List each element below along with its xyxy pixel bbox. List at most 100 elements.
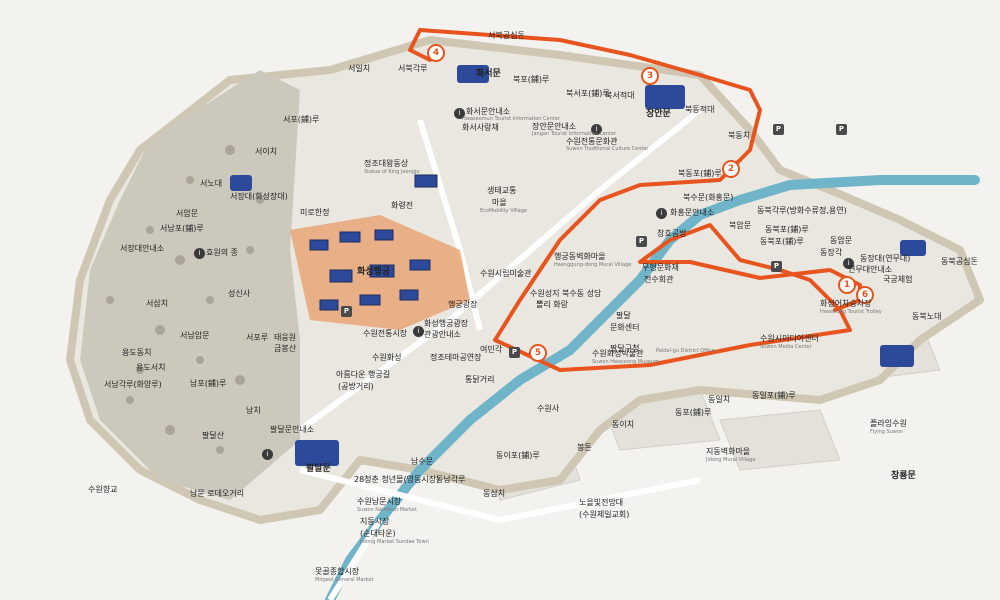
map-label[interactable]: 행궁동벽화마을	[554, 252, 606, 261]
map-label[interactable]: 수원시미디어센터	[760, 334, 819, 343]
route-stop-1[interactable]: 1	[838, 276, 856, 294]
map-label[interactable]: 동북각루(방화수류정,용연)	[757, 206, 847, 215]
map-label[interactable]: 창룡문	[891, 471, 916, 481]
map-label[interactable]: 28청춘 청년몰(영동시장)	[354, 475, 440, 484]
tree-dots	[106, 145, 264, 454]
map-label: (순대타운)	[360, 529, 396, 538]
map-label[interactable]: 화령전	[391, 201, 414, 210]
map-label[interactable]: 생태교통	[487, 186, 517, 195]
parking-icon: P	[771, 261, 782, 272]
map-label[interactable]: 서장대(화성장대)	[230, 192, 288, 201]
map-label: 서남암문	[180, 331, 210, 340]
map-label[interactable]: 수원화성박물관	[592, 349, 644, 358]
map-label: 성신사	[228, 289, 251, 298]
map-label[interactable]: 국궁체험	[883, 275, 913, 284]
route-stop-6[interactable]: 6	[856, 286, 874, 304]
map-label[interactable]: 효원의 종	[206, 248, 238, 257]
map-label: (공방거리)	[338, 382, 374, 391]
gate-icons	[230, 65, 926, 466]
map-label: 마을	[492, 198, 507, 207]
route-stop-3[interactable]: 3	[641, 67, 659, 85]
map-label: 서북각루	[398, 64, 428, 73]
map-label[interactable]: 수원향교	[88, 485, 118, 494]
map-label[interactable]: 장안문	[646, 109, 671, 119]
map-label[interactable]: 화성행궁	[357, 267, 391, 277]
map-sublabel: Suwon Hwaseong Museum	[592, 359, 660, 365]
info-icon: i	[194, 248, 205, 259]
map-label: 서삼치	[146, 299, 169, 308]
parking-icon: P	[341, 306, 352, 317]
map-label[interactable]: 팔달문	[306, 464, 331, 474]
map-label[interactable]: 수원전통문화관	[566, 137, 618, 146]
map-label[interactable]: 남문 로데오거리	[190, 489, 245, 498]
map-label[interactable]: 화성어차승차장	[820, 299, 872, 308]
map-label: 서이치	[255, 147, 278, 156]
map-label[interactable]: 행궁광장	[448, 300, 478, 309]
tour-route	[408, 28, 862, 372]
map-label[interactable]: 화서문안내소	[466, 107, 511, 116]
map-label: 동이포(鋪)루	[496, 451, 540, 460]
map-label: 남포(鋪)루	[190, 379, 227, 388]
map-label[interactable]: 수원성지 북수동 성당	[530, 289, 602, 298]
map-label: 북서포(鋪)루	[566, 89, 610, 98]
map-label: 서남포(鋪)루	[160, 224, 204, 233]
map-label[interactable]: 화서사랑채	[462, 123, 499, 132]
map-label: 봉돈	[577, 443, 592, 452]
map-label[interactable]: 팔달산	[202, 431, 225, 440]
info-icon: i	[413, 326, 424, 337]
map-label: 용도서치	[136, 363, 166, 372]
map-label[interactable]: 무형문화재	[642, 263, 679, 272]
map-label[interactable]: 팔달구청	[610, 344, 640, 353]
map-label[interactable]: 수원화성	[372, 353, 402, 362]
parking-icon: P	[636, 236, 647, 247]
map-label[interactable]: 동장대(연무대)	[860, 254, 911, 263]
map-label[interactable]: 미로한정	[300, 208, 330, 217]
route-stop-4[interactable]: 4	[427, 44, 445, 62]
map-label[interactable]: 아름다운 행궁길	[336, 370, 391, 379]
map-label: 북동적대	[685, 105, 715, 114]
map-label[interactable]: 서북공심돈	[488, 31, 525, 40]
map-label[interactable]: 여민각	[480, 345, 503, 354]
map-label: 북암문	[729, 221, 752, 230]
map-label: 북동포(鋪)루	[678, 169, 722, 178]
map-label[interactable]: 정조대왕동상	[364, 159, 409, 168]
map-label: 북포(鋪)루	[513, 75, 550, 84]
map-label[interactable]: 장안문안내소	[532, 122, 577, 131]
map-label[interactable]: 지동시장	[360, 517, 390, 526]
map-sublabel: Suwon Traditional Culture Center	[566, 146, 649, 152]
map-label: 뽈리 화랑	[536, 300, 568, 309]
map-label: 동남각루	[436, 475, 466, 484]
map-label[interactable]: 연무대안내소	[848, 265, 893, 274]
map-label[interactable]: 통닭거리	[465, 375, 495, 384]
map-label: 동북공심돈	[941, 257, 978, 266]
map-label[interactable]: 플라잉수원	[870, 419, 907, 428]
map-label: 금봉산	[274, 344, 297, 353]
map-sublabel: Hwaseomun Tourist Information Center	[462, 116, 560, 122]
info-icon: i	[262, 449, 273, 460]
map-label[interactable]: 화서문	[476, 69, 501, 79]
map-label: 동북포(鋪)루	[765, 225, 809, 234]
map-sublabel: Flying Suwon	[870, 429, 904, 435]
haenggung-palace	[290, 174, 470, 330]
map-label[interactable]: 창호공방	[657, 229, 687, 238]
map-label[interactable]: 지동벽화마을	[706, 447, 751, 456]
route-stop-2[interactable]: 2	[722, 160, 740, 178]
map-label[interactable]: 서장대안내소	[120, 244, 165, 253]
map-label[interactable]: 화홍문안내소	[670, 208, 715, 217]
map-label[interactable]: 노을빛전망대	[579, 498, 624, 507]
map-label: 서일치	[348, 64, 371, 73]
map-label[interactable]: 수원시립미술관	[480, 269, 532, 278]
parking-icon: P	[509, 347, 520, 358]
map-label: 동북노대	[912, 312, 942, 321]
map-label[interactable]: 정조테마공연장	[430, 353, 482, 362]
map-label[interactable]: 북수문(화홍문)	[683, 193, 734, 202]
map-label[interactable]: 수원전통시장	[363, 329, 408, 338]
map-label: 동암문	[830, 236, 853, 245]
map-label: 전수회관	[644, 275, 674, 284]
map-label[interactable]: 팔달문안내소	[270, 425, 315, 434]
map-label[interactable]: 수원남문시장	[357, 497, 402, 506]
route-stop-5[interactable]: 5	[529, 344, 547, 362]
map-label[interactable]: 못골종합시장	[315, 567, 360, 576]
map-label[interactable]: 화성행궁광장	[424, 319, 469, 328]
map-label[interactable]: 서남각루(화양루)	[104, 380, 162, 389]
